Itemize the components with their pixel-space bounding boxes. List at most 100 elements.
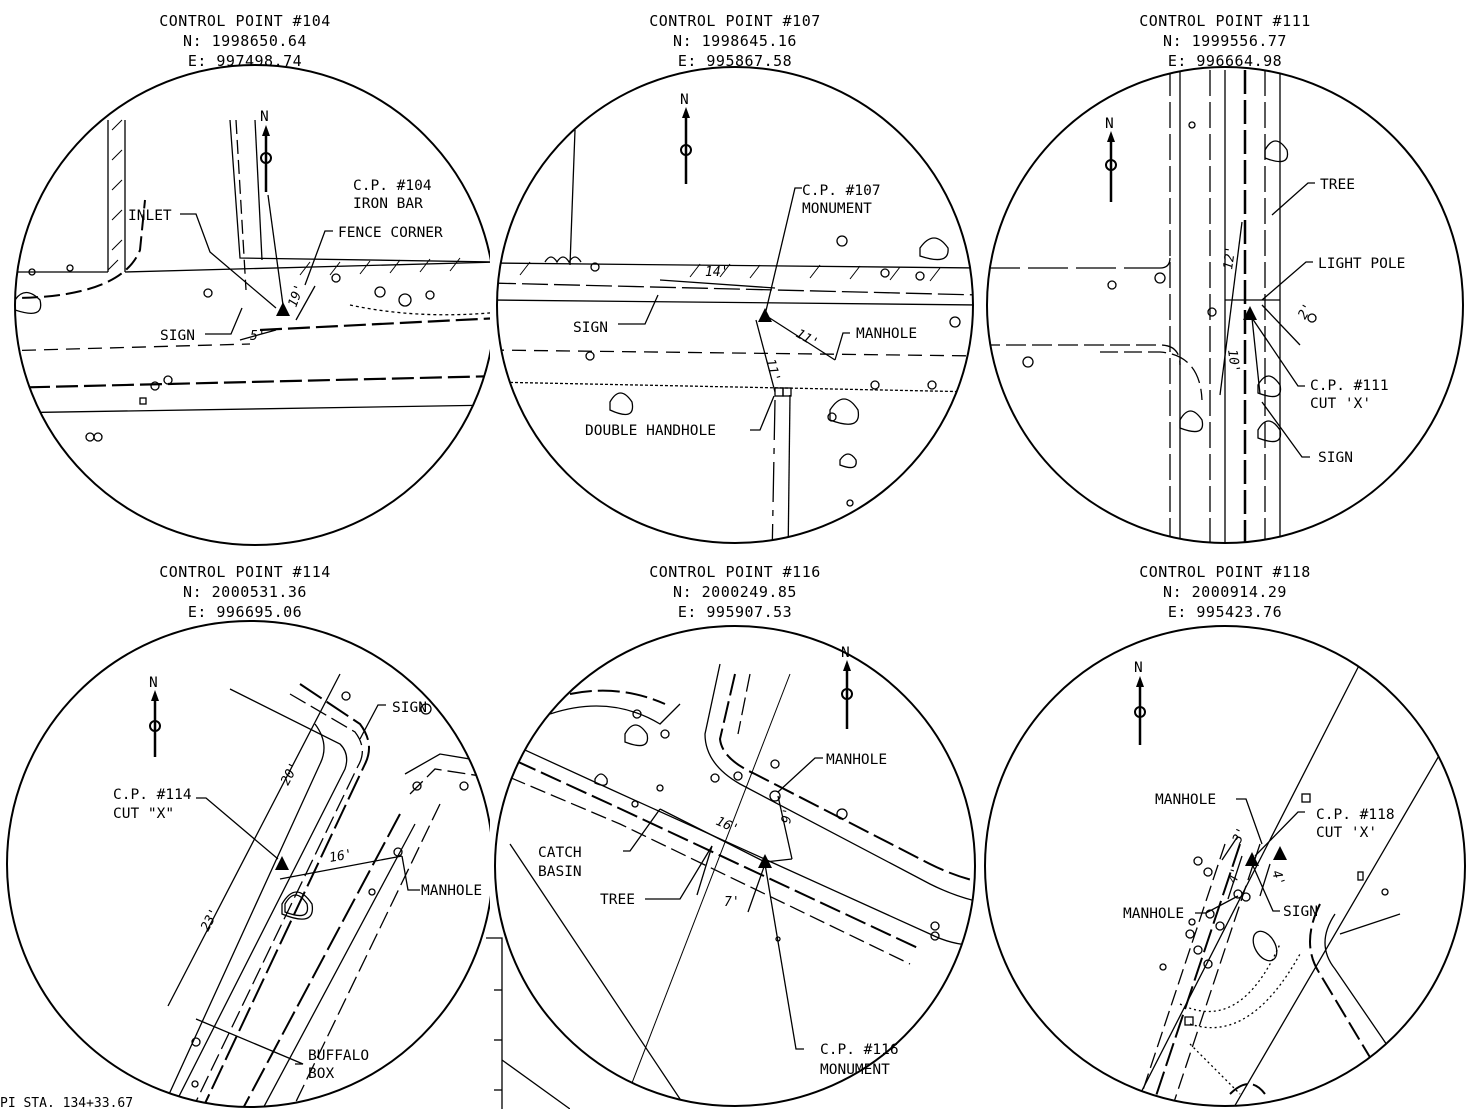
label-cp-desc: CUT 'X' bbox=[1316, 825, 1377, 841]
north-arrow: N bbox=[260, 109, 272, 192]
linework bbox=[987, 70, 1317, 543]
dim-b: 16' bbox=[328, 847, 354, 866]
northing: N: 2000249.85 bbox=[673, 583, 797, 601]
detail-circle bbox=[494, 625, 976, 1107]
control-point-marker bbox=[758, 854, 772, 868]
label-manhole: MANHOLE bbox=[856, 326, 917, 342]
label-manhole-1: MANHOLE bbox=[1155, 792, 1216, 808]
label-cp: C.P. #107 bbox=[802, 183, 881, 199]
detail-map: N C.P. #104 IRON BAR INLET FENCE CORNER … bbox=[14, 64, 490, 546]
leaders bbox=[1195, 798, 1305, 914]
hatch bbox=[107, 119, 461, 276]
label-cp: C.P. #114 bbox=[113, 787, 192, 803]
label-double-handhole: DOUBLE HANDHOLE bbox=[585, 423, 716, 439]
label-box: BOX bbox=[308, 1066, 334, 1082]
label-cp: C.P. #104 bbox=[353, 178, 432, 194]
north-arrow: N bbox=[1105, 116, 1117, 202]
panel-header: CONTROL POINT #118 N: 2000914.29 E: 9954… bbox=[980, 562, 1470, 622]
detail-map: N TREE LIGHT POLE C.P. #111 CUT 'X' SIGN… bbox=[986, 66, 1464, 544]
dim-b: 9' bbox=[779, 807, 796, 825]
detail-map: N C.P. #107 MONUMENT SIGN MANHOLE DOUBLE… bbox=[496, 66, 974, 544]
label-cp-desc: MONUMENT bbox=[820, 1062, 890, 1078]
panel-title: CONTROL POINT #114 bbox=[159, 563, 331, 581]
north-arrow: N bbox=[841, 645, 853, 729]
label-manhole: MANHOLE bbox=[826, 752, 887, 768]
detail-map: N MANHOLE CATCH BASIN TREE C.P. #116 MON… bbox=[494, 625, 976, 1107]
northing: N: 1998645.16 bbox=[673, 32, 797, 50]
easting: E: 995907.53 bbox=[677, 603, 793, 621]
leaders bbox=[180, 194, 333, 341]
north-label: N bbox=[841, 645, 850, 661]
detail-circle bbox=[14, 64, 490, 546]
control-point-marker bbox=[275, 856, 289, 870]
panel-title: CONTROL POINT #104 bbox=[159, 12, 331, 30]
label-cp-desc: CUT "X" bbox=[113, 806, 174, 822]
dim-b: 2' bbox=[1295, 301, 1316, 322]
north-label: N bbox=[260, 109, 269, 125]
detail-map: N MANHOLE C.P. #118 CUT 'X' MANHOLE SIGN… bbox=[984, 625, 1466, 1107]
label-basin: BASIN bbox=[538, 864, 582, 880]
leaders bbox=[618, 187, 850, 431]
linework bbox=[15, 119, 490, 442]
northing: N: 2000531.36 bbox=[183, 583, 307, 601]
detail-circle bbox=[984, 625, 1466, 1107]
linework bbox=[497, 129, 973, 543]
panel-header: CONTROL POINT #107 N: 1998645.16 E: 9958… bbox=[490, 11, 980, 71]
label-sign: SIGN bbox=[1318, 450, 1353, 466]
northing: N: 1999556.77 bbox=[1163, 32, 1287, 50]
easting: E: 995867.58 bbox=[677, 52, 793, 70]
north-label: N bbox=[1105, 116, 1114, 132]
dim-a: 14' bbox=[705, 265, 728, 280]
panel-cp-116: CONTROL POINT #116 N: 2000249.85 E: 9959… bbox=[490, 554, 980, 1108]
north-label: N bbox=[680, 92, 689, 108]
label-cp-desc: MONUMENT bbox=[802, 201, 872, 217]
control-point-marker-2 bbox=[1273, 846, 1287, 860]
dim-a: 20' bbox=[278, 760, 302, 788]
easting: E: 996695.06 bbox=[187, 603, 303, 621]
panel-title: CONTROL POINT #116 bbox=[649, 563, 821, 581]
dim-b: 4' bbox=[1226, 866, 1245, 886]
linework bbox=[495, 663, 975, 1106]
label-fence-corner: FENCE CORNER bbox=[338, 225, 443, 241]
label-cp: C.P. #116 bbox=[820, 1042, 899, 1058]
label-cp: C.P. #118 bbox=[1316, 807, 1395, 823]
north-arrow: N bbox=[680, 92, 692, 184]
label-sign: SIGN bbox=[1283, 904, 1318, 920]
panel-header: CONTROL POINT #111 N: 1999556.77 E: 9966… bbox=[980, 11, 1470, 71]
panel-title: CONTROL POINT #111 bbox=[1139, 12, 1311, 30]
leaders bbox=[1219, 182, 1315, 458]
north-arrow: N bbox=[1134, 660, 1146, 745]
label-sign: SIGN bbox=[573, 320, 608, 336]
label-manhole: MANHOLE bbox=[421, 883, 482, 899]
control-point-marker bbox=[1245, 852, 1259, 866]
dim-c: 23' bbox=[198, 906, 222, 934]
sheet-linework bbox=[486, 937, 570, 1109]
label-sign: SIGN bbox=[392, 700, 427, 716]
panel-header: CONTROL POINT #104 N: 1998650.64 E: 9974… bbox=[0, 11, 490, 71]
panel-title: CONTROL POINT #107 bbox=[649, 12, 821, 30]
panel-cp-104: CONTROL POINT #104 N: 1998650.64 E: 9974… bbox=[0, 0, 490, 554]
station-label: PI STA. 134+33.67 bbox=[0, 1096, 134, 1111]
north-label: N bbox=[149, 675, 158, 691]
detail-circle bbox=[496, 66, 974, 544]
label-sign: SIGN bbox=[160, 328, 195, 344]
north-label: N bbox=[1134, 660, 1143, 676]
dim-c: 10' bbox=[1224, 348, 1242, 373]
label-manhole-2: MANHOLE bbox=[1123, 906, 1184, 922]
dim-a: 5' bbox=[250, 329, 266, 344]
label-cp-desc: CUT 'X' bbox=[1310, 396, 1371, 412]
detail-circle bbox=[6, 620, 490, 1108]
label-catch: CATCH bbox=[538, 845, 582, 861]
dim-a: 3' bbox=[1230, 825, 1251, 846]
label-inlet: INLET bbox=[128, 208, 172, 224]
north-arrow: N bbox=[149, 675, 161, 757]
label-tree: TREE bbox=[1320, 177, 1355, 193]
panel-title: CONTROL POINT #118 bbox=[1139, 563, 1311, 581]
label-cp-desc: IRON BAR bbox=[353, 196, 423, 212]
northing: N: 1998650.64 bbox=[183, 32, 307, 50]
panel-cp-118: CONTROL POINT #118 N: 2000914.29 E: 9954… bbox=[980, 554, 1470, 1108]
dim-c: 7' bbox=[724, 895, 740, 910]
dim-c: 11' bbox=[762, 357, 783, 384]
label-buffalo: BUFFALO bbox=[308, 1048, 369, 1064]
leaders bbox=[167, 673, 420, 1065]
